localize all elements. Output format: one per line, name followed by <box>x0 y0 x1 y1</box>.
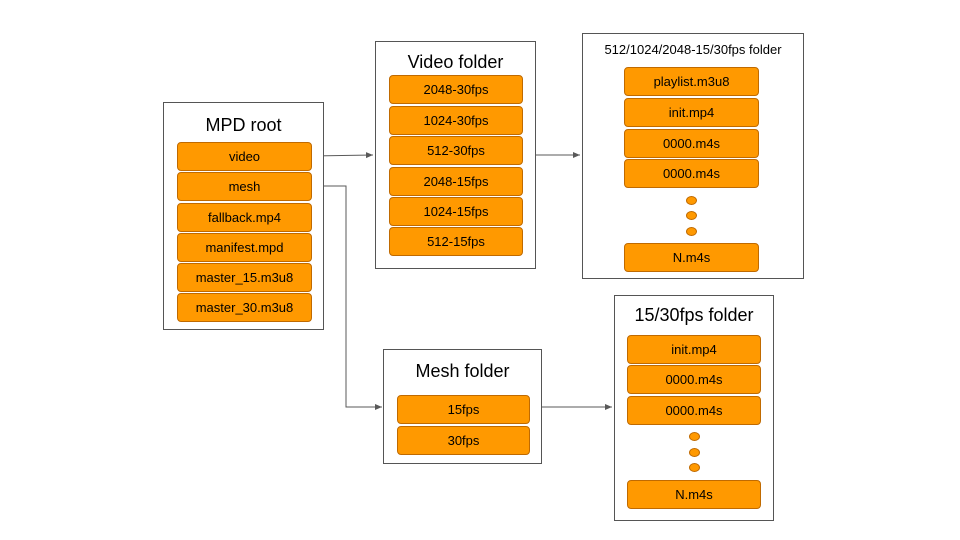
ellipsis-dot <box>686 227 697 236</box>
video-item-1024-30fps: 1024-30fps <box>389 106 523 135</box>
mesh-item-15fps: 15fps <box>397 395 530 424</box>
segment-item-last: N.m4s <box>624 243 759 272</box>
segment-folder-panel: 512/1024/2048-15/30fps folder playlist.m… <box>582 33 804 279</box>
mesh-fps-item-0000-a: 0000.m4s <box>627 365 761 394</box>
mpd-item-master-30: master_30.m3u8 <box>177 293 312 322</box>
ellipsis-dot <box>689 463 700 472</box>
mesh-folder-title: Mesh folder <box>415 361 510 381</box>
mpd-item-video: video <box>177 142 312 171</box>
video-item-512-15fps: 512-15fps <box>389 227 523 256</box>
segment-item-playlist: playlist.m3u8 <box>624 67 759 96</box>
mpd-item-manifest: manifest.mpd <box>177 233 312 262</box>
ellipsis-dot <box>686 211 697 220</box>
mpd-root-title: MPD root <box>205 115 282 135</box>
mesh-folder-panel: Mesh folder 15fps 30fps <box>383 349 542 464</box>
ellipsis-dot <box>689 432 700 441</box>
video-folder-title: Video folder <box>407 52 504 72</box>
ellipsis-dot <box>689 448 700 457</box>
video-folder-panel: Video folder 2048-30fps 1024-30fps 512-3… <box>375 41 536 269</box>
mpd-item-fallback: fallback.mp4 <box>177 203 312 232</box>
video-item-1024-15fps: 1024-15fps <box>389 197 523 226</box>
video-item-512-30fps: 512-30fps <box>389 136 523 165</box>
segment-item-0000-b: 0000.m4s <box>624 159 759 188</box>
mpd-root-panel: MPD root video mesh fallback.mp4 manifes… <box>163 102 324 330</box>
mesh-item-30fps: 30fps <box>397 426 530 455</box>
video-item-2048-15fps: 2048-15fps <box>389 167 523 196</box>
mpd-item-mesh: mesh <box>177 172 312 201</box>
ellipsis-dot <box>686 196 697 205</box>
mesh-fps-item-0000-b: 0000.m4s <box>627 396 761 425</box>
segment-folder-title: 512/1024/2048-15/30fps folder <box>604 42 782 57</box>
mesh-fps-item-init: init.mp4 <box>627 335 761 364</box>
mesh-fps-item-last: N.m4s <box>627 480 761 509</box>
mesh-fps-folder-title: 15/30fps folder <box>634 305 754 325</box>
segment-item-init: init.mp4 <box>624 98 759 127</box>
mpd-item-master-15: master_15.m3u8 <box>177 263 312 292</box>
video-item-2048-30fps: 2048-30fps <box>389 75 523 104</box>
mesh-to-mesh-folder-arrow <box>311 185 382 410</box>
segment-item-0000-a: 0000.m4s <box>624 129 759 158</box>
mesh-fps-folder-panel: 15/30fps folder init.mp4 0000.m4s 0000.m… <box>614 295 774 521</box>
